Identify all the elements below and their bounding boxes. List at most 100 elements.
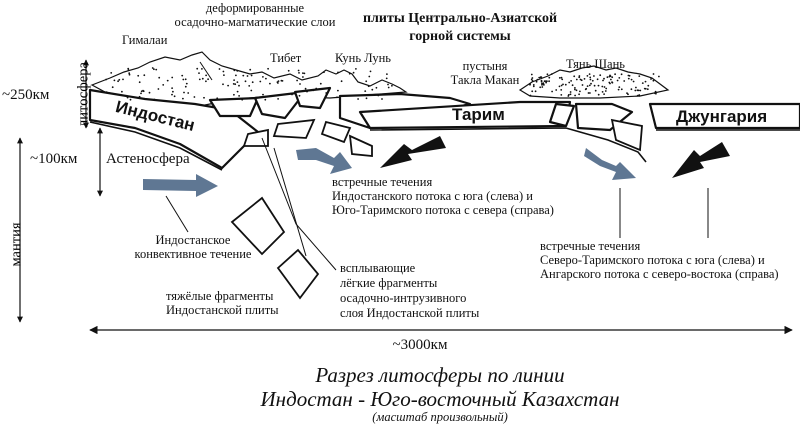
stipple-dot bbox=[634, 89, 637, 92]
stipple-dot bbox=[185, 82, 188, 85]
stipple-dot bbox=[296, 79, 298, 82]
stipple-dot bbox=[236, 70, 239, 72]
stipple-dot bbox=[620, 88, 623, 91]
stipple-dot bbox=[542, 83, 545, 85]
stipple-dot bbox=[327, 88, 330, 90]
south-tarim-flow-arrow bbox=[380, 136, 446, 168]
stipple-dot bbox=[540, 80, 543, 83]
stipple-dot bbox=[151, 67, 154, 69]
stipple-dot bbox=[578, 76, 581, 79]
stipple-dot bbox=[387, 83, 389, 86]
counter-left-label-1: встречные течения bbox=[332, 175, 433, 189]
stipple-dot bbox=[248, 85, 251, 87]
stipple-dot bbox=[530, 73, 533, 76]
stipple-dot bbox=[601, 91, 604, 93]
indostan-flow-arrow-2 bbox=[296, 148, 352, 174]
stipple-dot bbox=[303, 72, 306, 75]
stipple-dot bbox=[385, 77, 388, 80]
stipple-dot bbox=[632, 80, 635, 83]
stipple-dot bbox=[340, 80, 343, 83]
stipple-dot bbox=[153, 98, 156, 101]
stipple-dot bbox=[616, 79, 619, 82]
stipple-dot bbox=[548, 76, 551, 79]
stipple-dot bbox=[386, 73, 388, 75]
stipple-dot bbox=[548, 80, 550, 83]
stipple-dot bbox=[618, 86, 621, 88]
stipple-dot bbox=[541, 86, 544, 88]
stipple-dot bbox=[579, 78, 582, 81]
dzhungaria-plate-label: Джунгария bbox=[676, 107, 768, 126]
width-3000-label: ~3000км bbox=[392, 337, 448, 353]
stipple-dot bbox=[568, 81, 571, 84]
tianshan-label: Тянь Шань bbox=[566, 57, 625, 71]
stipple-dot bbox=[599, 74, 602, 77]
stipple-dot bbox=[297, 69, 300, 72]
stipple-dot bbox=[574, 88, 576, 91]
stipple-dot bbox=[337, 89, 339, 92]
stipple-dot bbox=[302, 76, 304, 78]
caption-line-3: (масштаб произвольный) bbox=[372, 410, 508, 424]
stipple-dot bbox=[143, 74, 146, 77]
stipple-dot bbox=[111, 86, 114, 89]
stipple-dot bbox=[650, 78, 652, 80]
stipple-dot bbox=[196, 67, 199, 70]
stipple-dot bbox=[604, 90, 607, 92]
stipple-dot bbox=[267, 67, 269, 70]
stipple-dot bbox=[171, 76, 174, 79]
stipple-dot bbox=[630, 78, 633, 81]
stipple-dot bbox=[262, 76, 264, 78]
stipple-dot bbox=[234, 83, 237, 86]
stipple-dot bbox=[246, 75, 249, 77]
stipple-dot bbox=[299, 83, 301, 85]
himalaya-label: Гималаи bbox=[122, 33, 168, 47]
stipple-dot bbox=[162, 84, 165, 86]
stipple-dot bbox=[250, 74, 253, 77]
stipple-dot bbox=[546, 80, 548, 83]
stipple-dot bbox=[352, 71, 355, 74]
stipple-dot bbox=[118, 78, 121, 81]
stipple-dot bbox=[183, 91, 185, 94]
counter-right-label-3: Ангарского потока с северо-востока (спра… bbox=[540, 267, 779, 281]
deformed-layers-label-2: осадочно-магматические слои bbox=[174, 15, 336, 29]
mantle-axis-label: мантия bbox=[8, 222, 25, 267]
stipple-dot bbox=[348, 72, 351, 75]
stipple-dot bbox=[181, 74, 184, 77]
stipple-dot bbox=[371, 88, 374, 91]
stipple-dot bbox=[628, 74, 631, 77]
stipple-dot bbox=[562, 83, 564, 86]
stipple-dot bbox=[652, 73, 655, 75]
stipple-dot bbox=[601, 85, 604, 88]
takla-label-1: пустыня bbox=[462, 59, 508, 73]
stipple-dot bbox=[125, 95, 128, 98]
heavy-label-1: тяжёлые фрагменты bbox=[166, 289, 274, 303]
stipple-dot bbox=[614, 73, 616, 76]
stipple-dot bbox=[249, 68, 252, 71]
stipple-dot bbox=[166, 79, 169, 82]
stipple-dot bbox=[627, 93, 629, 96]
stipple-dot bbox=[597, 93, 600, 96]
stipple-dot bbox=[216, 97, 219, 100]
stipple-dot bbox=[564, 83, 567, 86]
stipple-dot bbox=[367, 85, 370, 88]
stipple-dot bbox=[543, 80, 546, 83]
stipple-dot bbox=[235, 74, 237, 77]
stipple-dot bbox=[222, 70, 225, 73]
stipple-dot bbox=[596, 78, 599, 81]
stipple-dot bbox=[603, 93, 605, 95]
tibet-label: Тибет bbox=[270, 51, 302, 65]
stipple-dot bbox=[171, 93, 173, 96]
stipple-dot bbox=[641, 82, 644, 84]
stipple-dot bbox=[550, 73, 553, 75]
stipple-dot bbox=[105, 91, 108, 94]
stipple-dot bbox=[238, 84, 240, 87]
stipple-dot bbox=[561, 78, 564, 81]
stipple-dot bbox=[157, 88, 160, 90]
stipple-dot bbox=[251, 81, 254, 84]
stipple-dot bbox=[187, 92, 190, 94]
stipple-dot bbox=[602, 79, 604, 82]
stipple-dot bbox=[610, 78, 612, 81]
depth-250-label: ~250км bbox=[2, 87, 50, 103]
stipple-dot bbox=[546, 73, 549, 76]
stipple-dot bbox=[569, 93, 572, 96]
stipple-dot bbox=[560, 94, 563, 96]
